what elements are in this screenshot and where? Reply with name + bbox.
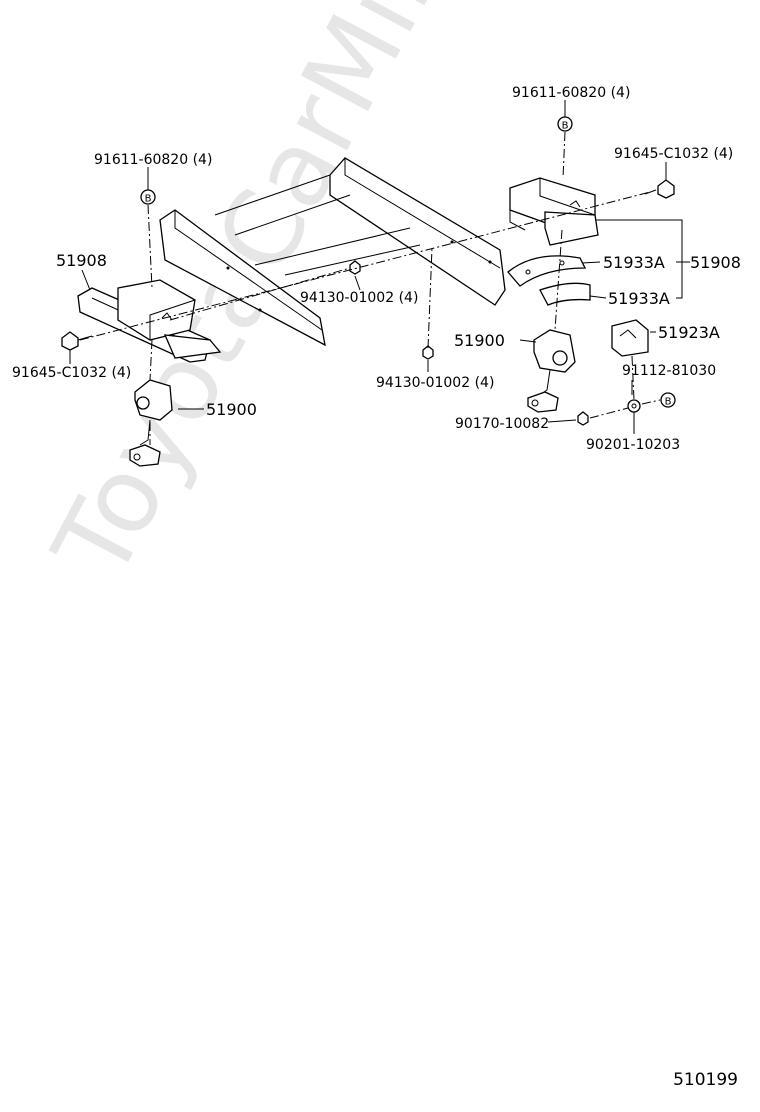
guide-plate [611, 319, 649, 357]
cushion-lower [539, 282, 591, 306]
washer [627, 399, 641, 413]
part-labels: 91611-60820 (4) 91611-60820 (4) 91645-C1… [12, 85, 741, 453]
bolt-top-left: B [140, 189, 156, 205]
bracket-right [509, 177, 599, 246]
label-91611-top-left: 91611-60820 (4) [94, 152, 212, 168]
flange-bolt-right [644, 179, 675, 199]
leader-lines [69, 100, 690, 434]
cushion-upper [507, 255, 587, 287]
flange-bolt-left [61, 331, 93, 351]
label-51923a: 51923A [658, 323, 720, 342]
diagram-code: 510199 [673, 1070, 738, 1090]
carrier-left [77, 279, 222, 363]
label-91645-left: 91645-C1032 (4) [12, 365, 131, 381]
label-51933a-lower: 51933A [608, 289, 670, 308]
label-91112: 91112-81030 [622, 363, 716, 379]
label-94130-lower: 94130-01002 (4) [376, 375, 494, 391]
nut-center [349, 260, 361, 275]
holder-left [129, 379, 173, 467]
label-51908-left: 51908 [56, 251, 107, 270]
label-51900-left: 51900 [206, 400, 257, 419]
label-91645-right: 91645-C1032 (4) [614, 146, 733, 162]
label-51908-right: 51908 [690, 253, 741, 272]
label-51933a-upper: 51933A [603, 253, 665, 272]
label-90201: 90201-10203 [586, 437, 680, 453]
mark-b-3: B [665, 397, 672, 408]
mark-b-1: B [562, 121, 569, 132]
nut-small [577, 411, 589, 426]
label-94130-center: 94130-01002 (4) [300, 290, 418, 306]
label-91611-top-right: 91611-60820 (4) [512, 85, 630, 101]
mark-b-2: B [145, 194, 152, 205]
bolt-guide: B [660, 392, 676, 408]
assembly-lines [79, 131, 661, 445]
frame-assembly [159, 157, 506, 347]
label-90170: 90170-10082 [455, 416, 549, 432]
bolt-top-right: B [557, 116, 573, 132]
label-51900-right: 51900 [454, 331, 505, 350]
holder-right [527, 329, 576, 413]
